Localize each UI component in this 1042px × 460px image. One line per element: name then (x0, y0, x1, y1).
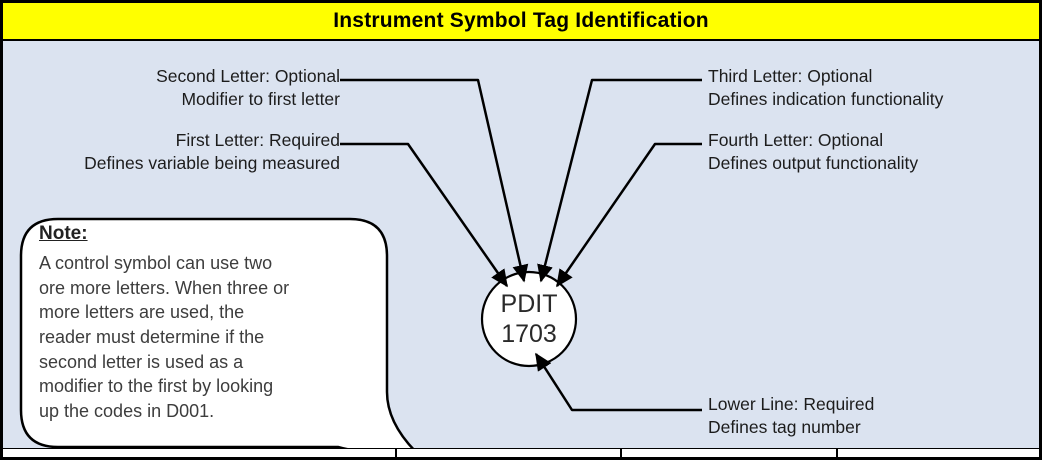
title-bar: Instrument Symbol Tag Identification (3, 3, 1039, 41)
fourth-letter-line2: Defines output functionality (708, 153, 919, 174)
diagram-title: Instrument Symbol Tag Identification (333, 9, 709, 32)
lower-line-arrow (534, 352, 702, 412)
second-letter-arrow (340, 78, 529, 283)
note-heading: Note: (39, 223, 88, 244)
lower-line-label: Lower Line: Required Defines tag number (708, 393, 874, 439)
first-letter-label: First Letter: Required Defines variable … (23, 129, 340, 175)
first-letter-arrow (340, 142, 509, 288)
note: Note: A control symbol can use two ore m… (39, 223, 369, 424)
third-letter-line2: Defines indication functionality (708, 89, 944, 110)
table-column-divider (836, 449, 838, 457)
third-letter-line1: Third Letter: Optional (708, 66, 873, 86)
table-column-divider (620, 449, 622, 457)
first-letter-line1: First Letter: Required (175, 130, 340, 150)
first-letter-line2: Defines variable being measured (84, 153, 340, 174)
diagram-graphics (19, 78, 702, 454)
lower-line-line2: Defines tag number (708, 417, 861, 438)
third-letter-label: Third Letter: Optional Defines indicatio… (708, 65, 943, 111)
second-letter-line1: Second Letter: Optional (156, 66, 340, 86)
fourth-letter-arrow (555, 142, 702, 288)
table-column-divider (395, 449, 397, 457)
second-letter-label: Second Letter: Optional Modifier to firs… (63, 65, 340, 111)
lower-line-line1: Lower Line: Required (708, 394, 875, 414)
diagram-canvas: PDIT 1703 Second Letter: Optional Modifi… (3, 41, 1039, 457)
instrument-tag-circle (480, 270, 578, 368)
note-body: A control symbol can use two ore more le… (39, 253, 290, 421)
fourth-letter-line1: Fourth Letter: Optional (708, 130, 884, 150)
second-letter-line2: Modifier to first letter (181, 89, 340, 110)
bottom-table-edge (3, 448, 1039, 457)
third-letter-arrow (537, 78, 702, 283)
fourth-letter-label: Fourth Letter: Optional Defines output f… (708, 129, 918, 175)
